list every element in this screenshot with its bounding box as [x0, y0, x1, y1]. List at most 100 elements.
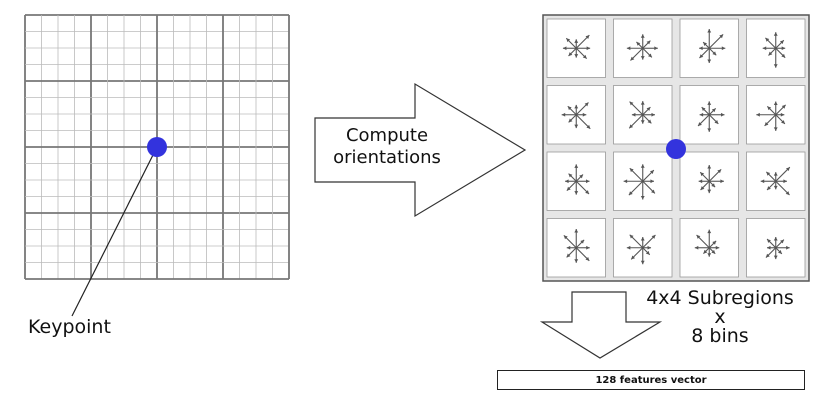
arrow-head [631, 255, 636, 260]
arrow-head [646, 40, 651, 45]
arrow-head [647, 245, 652, 250]
subregion-cell [546, 18, 606, 78]
arrow-head [696, 235, 701, 239]
arrow-head [707, 229, 712, 234]
feature-vector-label: 128 features vector [595, 374, 707, 386]
arrow-head [783, 179, 787, 184]
keypoint-marker [147, 137, 167, 157]
summary-line3: 8 bins [691, 325, 749, 347]
subregion-cell [546, 151, 606, 211]
subregion-cell [679, 85, 739, 145]
arrow-head [566, 186, 571, 191]
arrow-label-line1: Compute [345, 125, 429, 146]
arrow-head [574, 259, 579, 263]
arrow-head [711, 249, 716, 254]
arrow-head [767, 106, 772, 111]
arrow-head [773, 101, 778, 106]
arrow-head [773, 255, 778, 260]
subregion-cell [746, 85, 806, 145]
subregions-summary: 4x4 Subregions x 8 bins [620, 289, 820, 346]
arrow-head [582, 54, 587, 59]
arrow-head [568, 52, 573, 56]
arrow-head [626, 46, 631, 51]
arrow-head [707, 253, 712, 257]
arrow-head [767, 186, 771, 190]
arrow-head [699, 54, 704, 59]
arrow-head [773, 32, 778, 36]
arrow-head [566, 38, 571, 43]
arrow-head [640, 56, 645, 60]
arrow-head [756, 112, 760, 117]
arrow-head [721, 46, 726, 51]
subregion-cell [613, 18, 673, 78]
arrow-head [640, 260, 645, 265]
arrow-head [585, 35, 590, 39]
arrow-head [765, 253, 770, 258]
arrow-head [765, 37, 770, 42]
arrow-head [781, 53, 786, 58]
arrow-head [574, 54, 579, 58]
arrow-head [785, 191, 790, 196]
arrow-head [786, 245, 790, 250]
arrow-head [585, 256, 590, 261]
arrow-head [785, 167, 790, 172]
arrow-head [586, 124, 591, 129]
arrow-head [700, 172, 705, 177]
arrow-head [707, 128, 712, 132]
arrow-head [645, 250, 650, 255]
arrow-head [568, 173, 573, 178]
arrow-label-line2: orientations [333, 147, 441, 168]
arrow-head [778, 250, 782, 254]
arrow-head [561, 112, 566, 117]
arrow-head [574, 124, 579, 129]
arrow-head [566, 245, 571, 250]
subregion-cell [679, 151, 739, 211]
arrow-head [630, 56, 635, 61]
arrow-head [623, 179, 628, 184]
arrow-head [567, 106, 572, 111]
arrow-head [698, 179, 703, 184]
subregion-cell [746, 18, 806, 78]
arrow-head [773, 236, 778, 241]
arrow-head [711, 183, 716, 188]
arrow-head [640, 236, 645, 241]
arrow-head [707, 101, 712, 105]
arrow-head [640, 196, 645, 200]
arrow-head [580, 239, 585, 244]
arrow-head [631, 112, 636, 117]
arrow-head [766, 171, 771, 176]
arrow-head [699, 112, 704, 117]
arrow-head [779, 40, 784, 45]
summary-line1: 4x4 Subregions [646, 287, 794, 309]
subregion-cell [679, 18, 739, 78]
arrow-head [648, 53, 652, 58]
feature-vector-box: 128 features vector [497, 370, 805, 390]
arrow-head [640, 164, 645, 168]
arrow-head [717, 169, 722, 174]
subregion-cell [746, 218, 806, 278]
arrow-head [773, 185, 778, 190]
arrow-head [636, 41, 641, 46]
arrow-head [562, 46, 567, 51]
arrow-head [651, 235, 656, 239]
arrow-head [640, 101, 645, 105]
arrow-head [720, 112, 725, 117]
arrow-head [586, 46, 591, 51]
arrow-head [574, 191, 579, 195]
arrow-head [703, 249, 708, 254]
arrow-head [707, 189, 712, 194]
arrow-head [700, 186, 705, 190]
arrow-head [780, 239, 784, 244]
arrow-head [768, 51, 773, 56]
subregion-cell [746, 151, 806, 211]
arrow-head [764, 122, 769, 126]
arrow-head [719, 34, 724, 39]
arrow-head [773, 172, 778, 176]
arrow-head [712, 240, 717, 245]
arrow-label: Compute orientations [332, 125, 442, 169]
arrow-head [699, 46, 703, 51]
arrow-head [711, 108, 716, 113]
arrow-head [780, 112, 785, 117]
subregion-cell [679, 218, 739, 278]
